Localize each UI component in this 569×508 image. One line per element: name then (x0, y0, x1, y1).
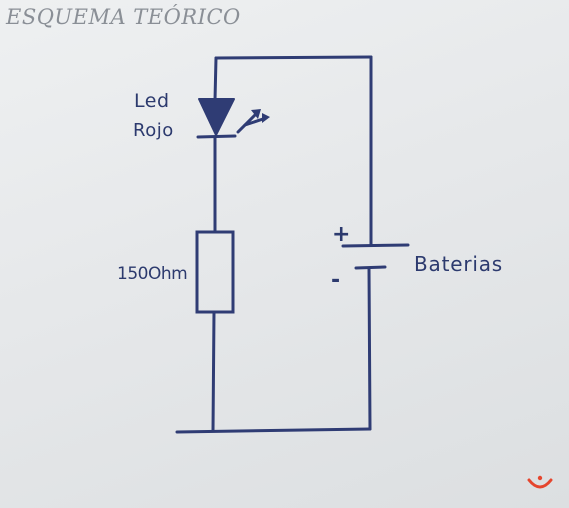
battery-positive-sign: + (332, 222, 351, 247)
red-smile-logo-icon (527, 475, 553, 489)
left-wire-upper (213, 56, 218, 102)
battery-icon (341, 243, 410, 270)
battery-negative-sign: - (331, 268, 341, 293)
resistor-label: 150Ohm (117, 264, 188, 284)
led-label-line2: Rojo (133, 120, 174, 141)
led-label-line1: Led (134, 90, 170, 112)
right-wire-lower (367, 266, 372, 431)
led-icon (196, 98, 270, 139)
diagram-title: ESQUEMA TEÓRICO (6, 5, 241, 29)
top-wire (214, 55, 373, 60)
bottom-wire (175, 427, 372, 434)
battery-label: Baterias (414, 252, 503, 276)
left-wire-lower (211, 310, 216, 433)
resistor-icon (195, 230, 235, 314)
